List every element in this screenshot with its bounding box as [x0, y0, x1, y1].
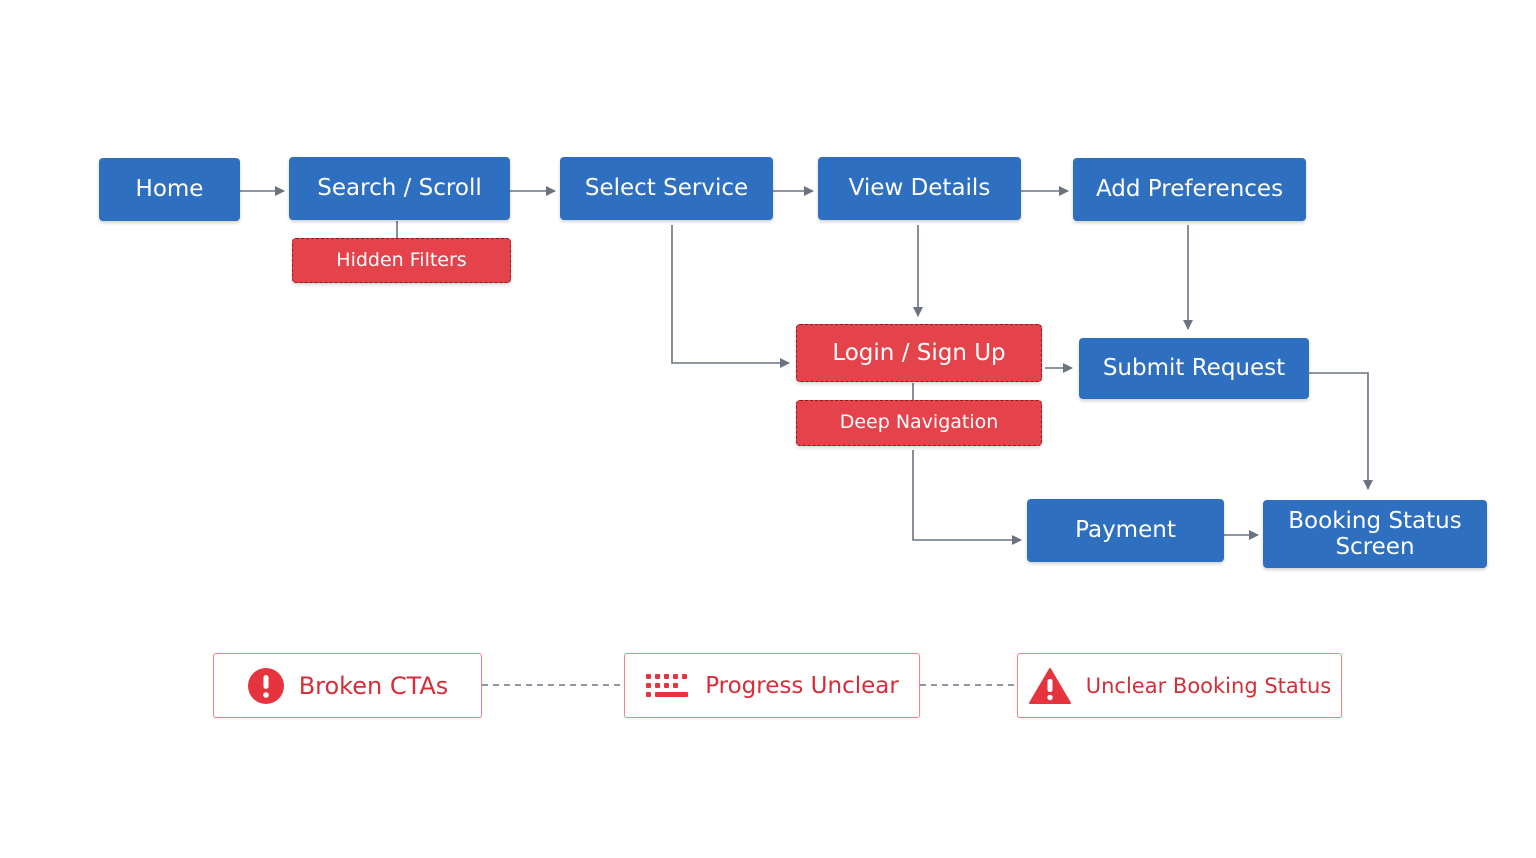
warning-triangle-icon — [1028, 667, 1072, 705]
arrow-submit-to-booking-status — [1309, 372, 1373, 490]
step-add-preferences[interactable]: Add Preferences — [1073, 158, 1306, 221]
problem-login-signup[interactable]: Login / Sign Up — [796, 324, 1042, 382]
issue-label: Unclear Booking Status — [1085, 673, 1332, 698]
arrow-select-to-login — [671, 225, 790, 368]
step-payment[interactable]: Payment — [1027, 499, 1224, 562]
step-select-service[interactable]: Select Service — [560, 157, 773, 220]
problem-deep-navigation[interactable]: Deep Navigation — [796, 400, 1042, 446]
issue-label: Progress Unclear — [705, 672, 899, 699]
issue-unclear-booking-status: Unclear Booking Status — [1017, 653, 1342, 718]
arrow-deep-navigation-to-payment — [912, 450, 1022, 545]
step-search-scroll[interactable]: Search / Scroll — [289, 157, 510, 220]
step-view-details[interactable]: View Details — [818, 157, 1021, 220]
step-booking-status-screen[interactable]: Booking Status Screen — [1263, 500, 1487, 568]
step-submit-request[interactable]: Submit Request — [1079, 338, 1309, 399]
issue-label: Broken CTAs — [298, 671, 449, 700]
exclamation-circle-icon — [247, 667, 285, 705]
dotted-progress-icon — [645, 671, 691, 701]
issue-progress-unclear: Progress Unclear — [624, 653, 920, 718]
problem-hidden-filters[interactable]: Hidden Filters — [292, 238, 511, 283]
issue-broken-ctas: Broken CTAs — [213, 653, 482, 718]
step-home[interactable]: Home — [99, 158, 240, 221]
